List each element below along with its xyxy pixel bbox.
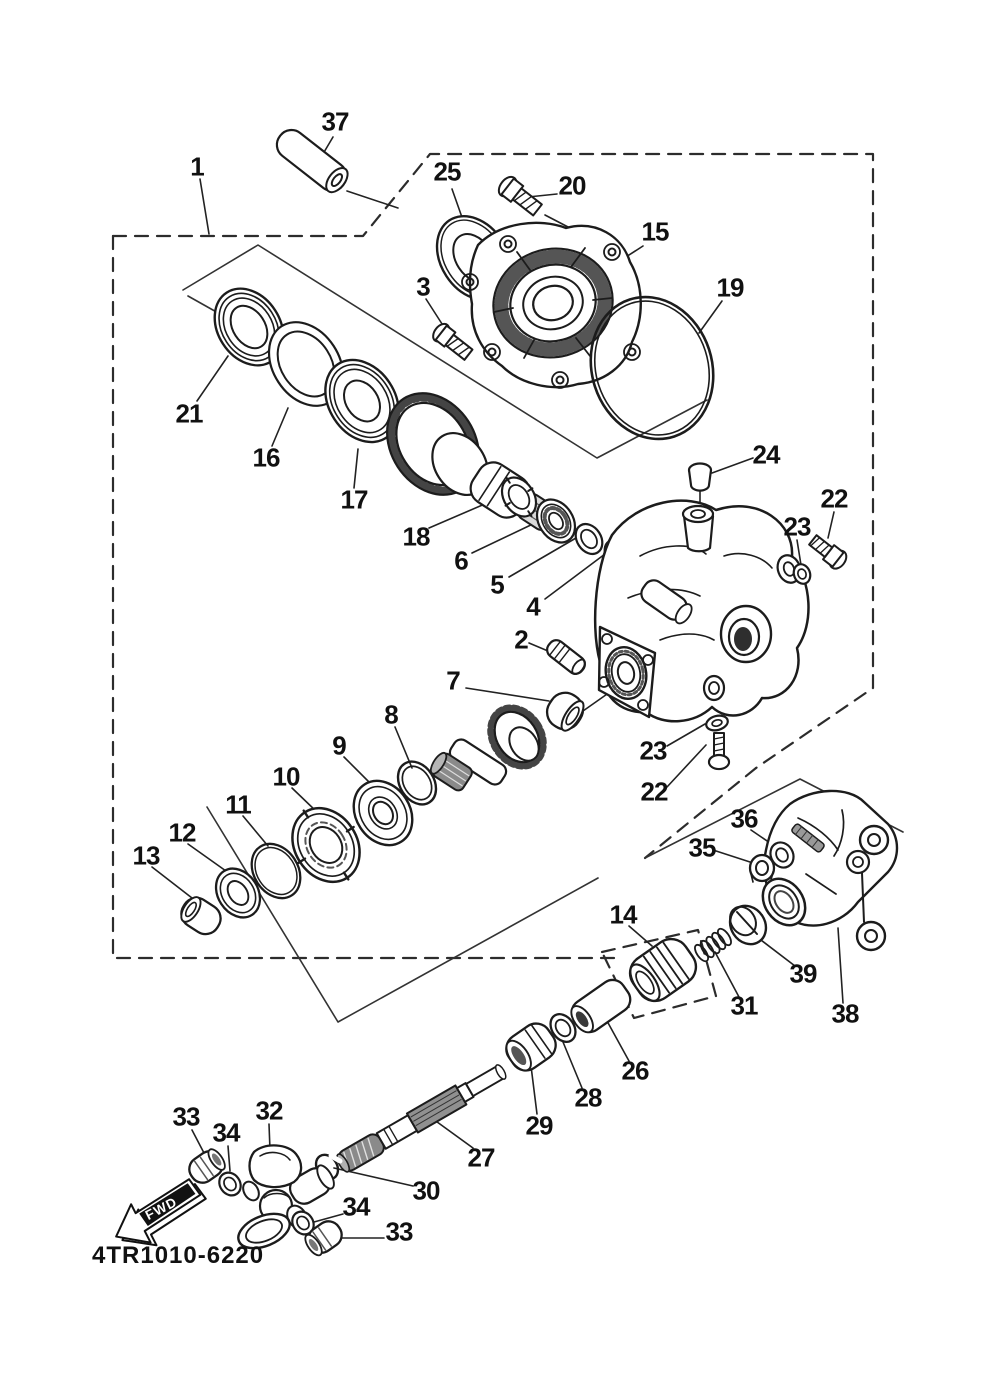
part-23-washer-bottom — [705, 714, 729, 732]
part-34-seal-upper — [218, 1171, 242, 1197]
part-9-bearing — [352, 779, 414, 847]
housing-bottom-lug — [702, 674, 726, 702]
part-26-collar — [570, 978, 632, 1034]
pinion-gear-shaft — [429, 704, 547, 792]
part-5-washer — [574, 522, 604, 556]
housing-stub — [640, 579, 693, 625]
part-23-washer-right — [792, 563, 812, 585]
part-24-plug — [687, 462, 713, 492]
housing-rear-boss — [719, 604, 773, 664]
part-7-collar — [545, 691, 585, 732]
part-14-coupling — [628, 937, 698, 1003]
part-38-bearing-bracket — [761, 789, 899, 952]
housing-front-flange — [597, 625, 657, 719]
part-15-bearing-cover — [461, 221, 642, 389]
part-32-universal-joint — [237, 1144, 335, 1250]
part-18-lock-washer — [500, 476, 538, 518]
part-29-spline-coupling — [505, 1022, 557, 1072]
part-28-washer — [549, 1013, 577, 1043]
part-36-washer — [769, 841, 795, 869]
bracket-stud — [791, 823, 825, 853]
part-3-bolt — [432, 322, 474, 361]
part-35-nut — [748, 853, 776, 883]
gear-case-housing — [593, 499, 810, 723]
part-22-bolt-right — [808, 534, 848, 570]
part-13-bushing — [180, 896, 222, 936]
part-11-o-ring — [250, 842, 302, 900]
part-17-bearing — [324, 358, 400, 444]
ring-gear-assembly — [386, 392, 560, 533]
part-39-bushing — [728, 904, 768, 946]
diagram-part-code: 4TR1010-6220 — [92, 1242, 265, 1269]
part-34-seal-lower — [291, 1210, 315, 1236]
part-2-dowel-pin — [546, 639, 586, 675]
part-19-o-ring — [589, 295, 715, 441]
part-6-bearing — [535, 498, 577, 544]
part-22-bolt-bottom — [707, 732, 731, 771]
cover-bolt-holes — [461, 235, 641, 389]
part-8-o-ring — [396, 760, 438, 806]
part-37-pin — [275, 128, 349, 194]
part-20-bolt — [497, 175, 543, 217]
part-33-bearing-cap-lower — [304, 1220, 343, 1257]
housing-filler-neck — [681, 504, 715, 553]
part-12-seal — [214, 867, 262, 919]
part-31-spring — [694, 927, 732, 963]
part-27-drive-shaft — [336, 1064, 507, 1173]
part-10-ring-nut — [291, 806, 361, 884]
part-33-bearing-cap-upper — [188, 1148, 226, 1184]
